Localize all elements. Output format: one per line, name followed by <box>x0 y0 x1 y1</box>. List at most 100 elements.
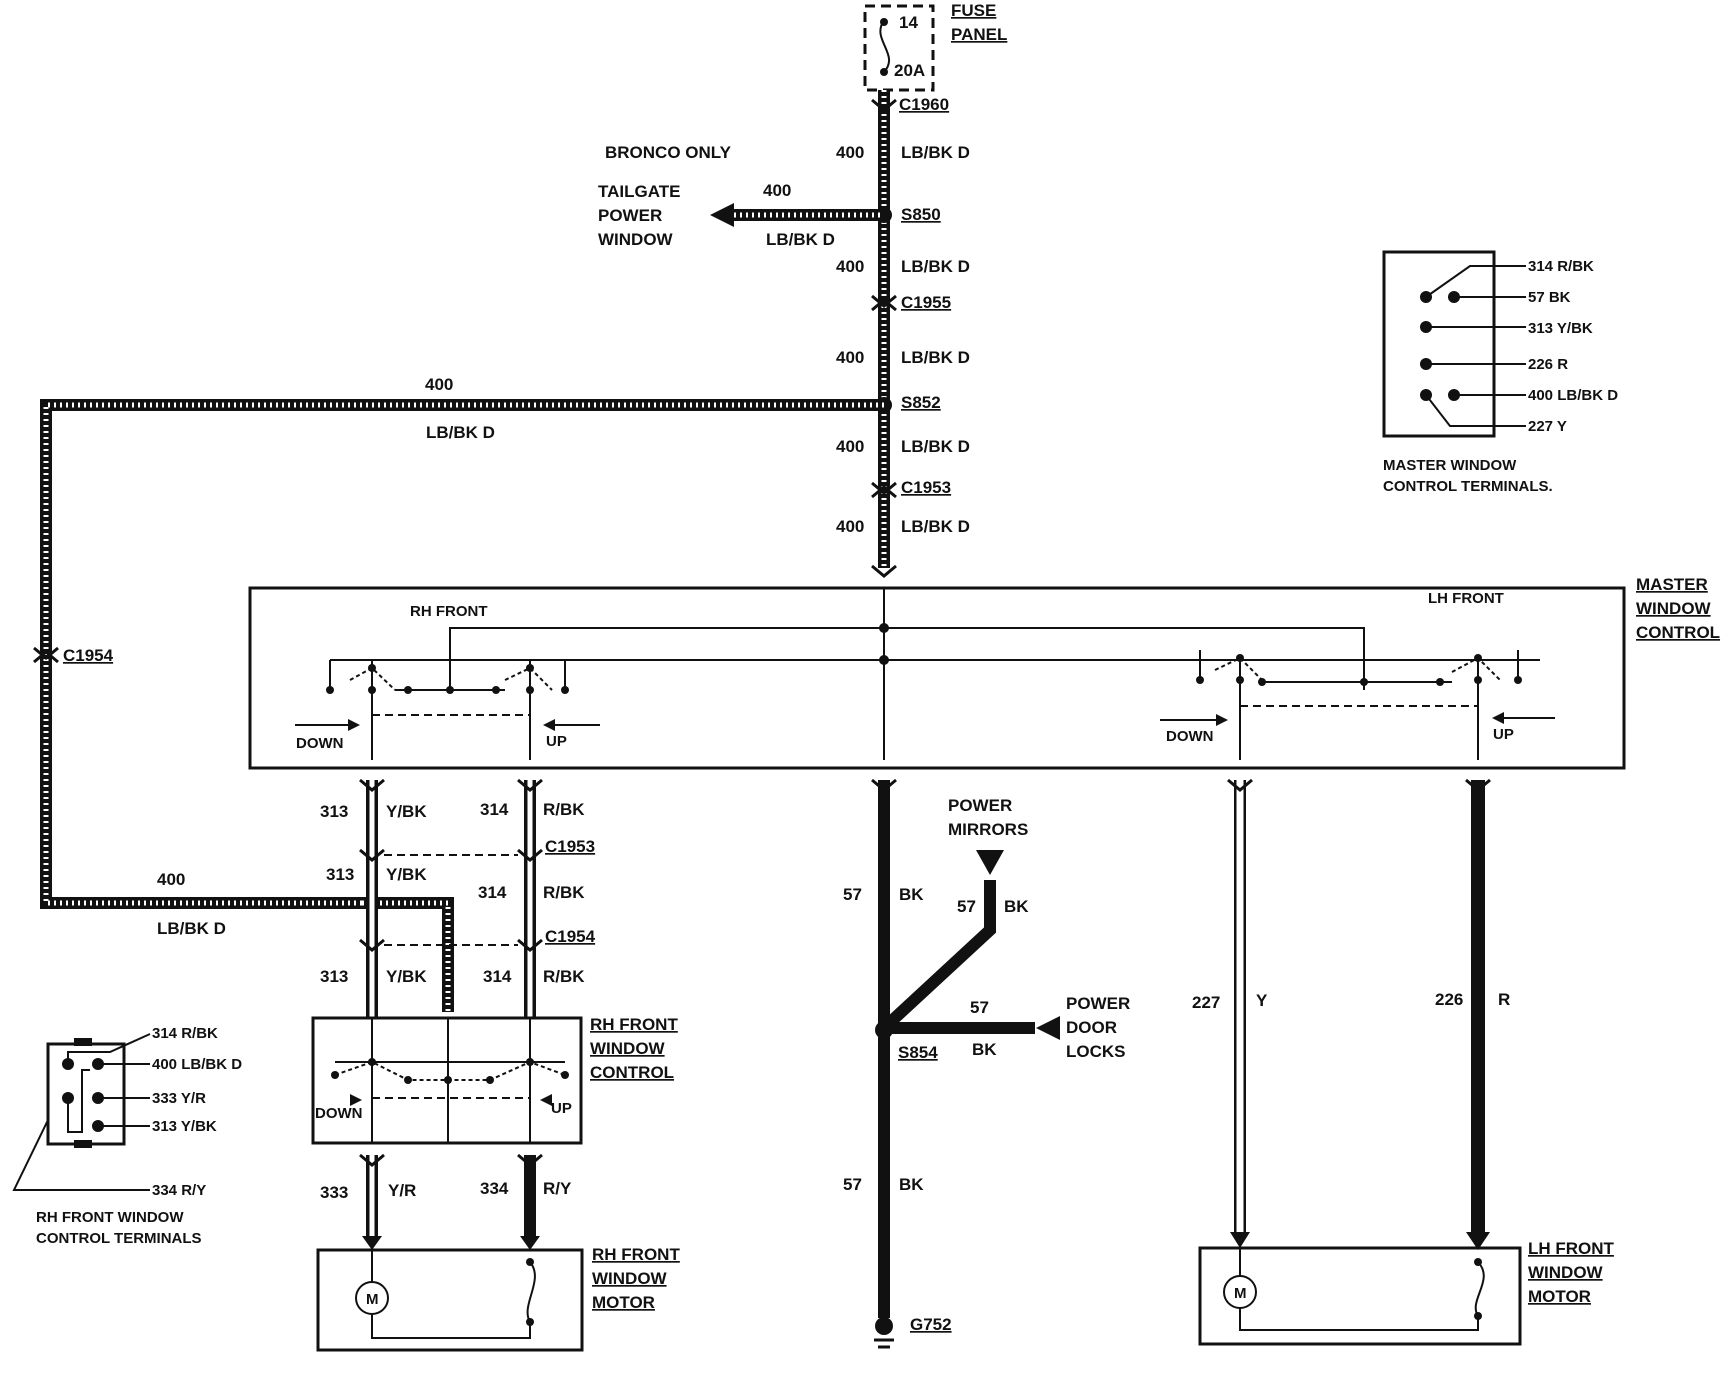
fuse-panel-label-1: FUSE <box>951 1 996 20</box>
rh-front-label: RH FRONT <box>410 603 488 620</box>
svg-text:400: 400 <box>157 870 185 889</box>
svg-text:RH FRONT WINDOW: RH FRONT WINDOW <box>36 1209 184 1226</box>
svg-text:R/BK: R/BK <box>543 800 585 819</box>
connector-c1953-lower: C1953 <box>545 837 595 856</box>
splice-s850: S850 <box>876 205 941 224</box>
svg-text:BK: BK <box>899 1175 924 1194</box>
svg-text:DOOR: DOOR <box>1066 1018 1117 1037</box>
svg-text:MOTOR: MOTOR <box>1528 1287 1591 1306</box>
svg-text:333 Y/R: 333 Y/R <box>152 1090 206 1107</box>
svg-text:R/Y: R/Y <box>543 1179 572 1198</box>
svg-text:LB/BK D: LB/BK D <box>901 517 970 536</box>
master-terminals-inset: 314 R/BK 57 BK 313 Y/BK 226 R 400 LB/BK … <box>1382 250 1618 495</box>
svg-text:LB/BK D: LB/BK D <box>901 437 970 456</box>
svg-text:M: M <box>366 1291 379 1308</box>
svg-text:MIRRORS: MIRRORS <box>948 820 1028 839</box>
svg-text:400: 400 <box>836 517 864 536</box>
connector-c1954-left: C1954 <box>33 646 114 665</box>
svg-text:333: 333 <box>320 1183 348 1202</box>
fuse-panel: 14 20A FUSE PANEL <box>863 1 1007 92</box>
svg-text:Y/BK: Y/BK <box>386 865 427 884</box>
svg-text:S850: S850 <box>901 205 941 224</box>
tailgate-branch: BRONCO ONLY TAILGATE POWER WINDOW 400 LB… <box>598 143 884 249</box>
svg-text:334: 334 <box>480 1179 509 1198</box>
svg-text:WINDOW: WINDOW <box>592 1269 668 1288</box>
tailgate-arrow-icon <box>710 203 734 227</box>
svg-text:LH FRONT: LH FRONT <box>1528 1239 1615 1258</box>
svg-text:UP: UP <box>551 1100 572 1117</box>
svg-text:Y/R: Y/R <box>388 1181 416 1200</box>
svg-text:314: 314 <box>483 967 512 986</box>
svg-text:313: 313 <box>320 967 348 986</box>
svg-text:POWER: POWER <box>598 206 662 225</box>
svg-text:LB/BK D: LB/BK D <box>766 230 835 249</box>
rh-front-window-control: DOWN UP RH FRONT WINDOW CONTROL <box>311 1015 678 1145</box>
svg-text:Y: Y <box>1256 991 1268 1010</box>
svg-text:CONTROL TERMINALS.: CONTROL TERMINALS. <box>1383 478 1553 495</box>
power-mirrors-arrow-icon <box>976 850 1004 875</box>
svg-text:314: 314 <box>478 883 507 902</box>
svg-text:400: 400 <box>763 181 791 200</box>
svg-text:C1955: C1955 <box>901 293 951 312</box>
svg-text:314 R/BK: 314 R/BK <box>1528 258 1594 275</box>
svg-text:R/BK: R/BK <box>543 883 585 902</box>
svg-text:R/BK: R/BK <box>543 967 585 986</box>
svg-text:400: 400 <box>425 375 453 394</box>
ground-g752: G752 <box>910 1315 952 1334</box>
svg-text:RH FRONT: RH FRONT <box>592 1245 680 1264</box>
svg-text:LB/BK D: LB/BK D <box>901 348 970 367</box>
svg-text:WINDOW: WINDOW <box>590 1039 666 1058</box>
svg-text:400: 400 <box>836 348 864 367</box>
wires-227-226: 227 Y 226 R <box>1192 778 1510 1250</box>
svg-text:LB/BK D: LB/BK D <box>426 423 495 442</box>
svg-text:Y/BK: Y/BK <box>386 802 427 821</box>
wires-313-314: C1953 C1954 313 Y/BK 314 R/BK 313 Y/BK 3… <box>320 778 596 1018</box>
svg-text:M: M <box>1234 1285 1247 1302</box>
svg-text:C1960: C1960 <box>899 95 949 114</box>
connector-c1953-top: C1953 <box>871 478 951 499</box>
svg-text:227 Y: 227 Y <box>1528 418 1567 435</box>
master-rh-switch: DOWN UP <box>295 660 600 760</box>
svg-text:CONTROL: CONTROL <box>590 1063 674 1082</box>
connector-c1955: C1955 <box>871 293 951 312</box>
svg-text:226 R: 226 R <box>1528 356 1568 373</box>
svg-text:DOWN: DOWN <box>1166 728 1214 745</box>
svg-text:313 Y/BK: 313 Y/BK <box>1528 320 1593 337</box>
svg-text:CONTROL TERMINALS: CONTROL TERMINALS <box>36 1230 202 1247</box>
svg-text:DOWN: DOWN <box>315 1105 363 1122</box>
rh-terminals-inset: 314 R/BK 400 LB/BK D 333 Y/R 313 Y/BK 33… <box>12 1025 242 1247</box>
svg-text:313: 313 <box>320 802 348 821</box>
ground-wire-57: S854 G752 57 BK 57 BK 57 BK 57 BK POWER … <box>843 778 1130 1349</box>
svg-text:DOWN: DOWN <box>296 735 344 752</box>
svg-text:57: 57 <box>843 1175 862 1194</box>
svg-text:MOTOR: MOTOR <box>592 1293 655 1312</box>
svg-text:WINDOW: WINDOW <box>1636 599 1712 618</box>
svg-text:313: 313 <box>326 865 354 884</box>
power-door-locks-arrow-icon <box>1036 1016 1060 1040</box>
svg-text:R: R <box>1498 990 1510 1009</box>
fuse-number: 14 <box>899 13 918 32</box>
svg-text:400 LB/BK D: 400 LB/BK D <box>1528 387 1618 404</box>
svg-text:BK: BK <box>1004 897 1029 916</box>
rh-front-window-motor: M RH FRONT WINDOW MOTOR <box>316 1245 680 1352</box>
connector-c1960: C1960 <box>871 95 949 114</box>
splice-s854: S854 <box>898 1043 938 1062</box>
svg-text:LB/BK D: LB/BK D <box>901 257 970 276</box>
svg-text:57: 57 <box>843 885 862 904</box>
connector-c1954-lower: C1954 <box>545 927 596 946</box>
lh-front-window-motor: M LH FRONT WINDOW MOTOR <box>1198 1239 1615 1346</box>
lh-front-label: LH FRONT <box>1428 590 1504 607</box>
svg-text:LB/BK D: LB/BK D <box>157 919 226 938</box>
svg-text:400: 400 <box>836 143 864 162</box>
svg-text:TAILGATE: TAILGATE <box>598 182 680 201</box>
svg-text:BK: BK <box>899 885 924 904</box>
svg-text:WINDOW: WINDOW <box>598 230 674 249</box>
svg-text:57: 57 <box>957 897 976 916</box>
svg-text:57: 57 <box>970 998 989 1017</box>
svg-text:CONTROL: CONTROL <box>1636 623 1720 642</box>
svg-text:227: 227 <box>1192 993 1220 1012</box>
svg-text:C1954: C1954 <box>63 646 114 665</box>
master-window-control: MASTER WINDOW CONTROL RH FRONT LH FRONT <box>248 575 1720 770</box>
loop-wire-400: 400 LB/BK D 400 LB/BK D <box>40 375 884 1012</box>
